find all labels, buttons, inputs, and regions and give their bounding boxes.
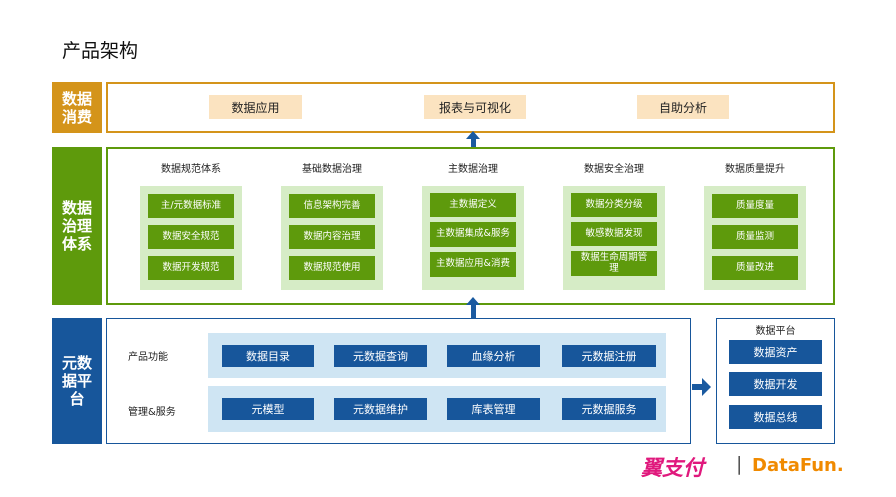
governance-item: 主数据定义 xyxy=(430,193,516,217)
arrow-up-icon xyxy=(466,131,480,139)
page-title: 产品架构 xyxy=(62,40,139,62)
data-platform-item: 数据开发 xyxy=(729,372,822,396)
governance-item: 数据安全规范 xyxy=(148,225,234,249)
governance-layer-label: 数据 治理 体系 xyxy=(52,147,102,305)
feature-item: 元数据查询 xyxy=(334,345,427,367)
platform-label-line1: 元数 xyxy=(61,354,92,372)
governance-item: 数据生命周期管理 xyxy=(571,251,657,276)
logo-separator: | xyxy=(736,453,743,475)
consumption-label-line2: 消费 xyxy=(61,107,92,126)
arrow-right-icon xyxy=(692,378,711,396)
governance-item: 数据开发规范 xyxy=(148,256,234,280)
bestpay-logo: 翼支付 xyxy=(641,456,704,480)
row-label-features: 产品功能 xyxy=(128,352,168,363)
governance-label-line2: 治理 xyxy=(61,217,92,235)
arrow-up-icon-stem-1 xyxy=(471,138,476,147)
governance-column-master: 主数据定义 主数据集成&服务 主数据应用&消费 xyxy=(422,186,524,290)
governance-item: 质量度量 xyxy=(712,194,798,218)
consumption-item-reports: 报表与可视化 xyxy=(424,95,526,119)
governance-item: 数据分类分级 xyxy=(571,193,657,217)
governance-item: 信息架构完善 xyxy=(289,194,375,218)
governance-column-standards: 主/元数据标准 数据安全规范 数据开发规范 xyxy=(140,186,242,290)
governance-item: 质量改进 xyxy=(712,256,798,280)
governance-column-title: 基础数据治理 xyxy=(302,164,362,175)
management-item: 库表管理 xyxy=(447,398,540,420)
consumption-label-line1: 数据 xyxy=(61,89,92,108)
governance-item: 敏感数据发现 xyxy=(571,222,657,246)
governance-label-line3: 体系 xyxy=(61,235,92,253)
governance-column-basic: 信息架构完善 数据内容治理 数据规范使用 xyxy=(281,186,383,290)
feature-item: 血缘分析 xyxy=(447,345,540,367)
governance-item: 主数据集成&服务 xyxy=(430,222,516,247)
consumption-layer-label: 数据 消费 xyxy=(52,82,102,133)
consumption-item-self-analysis: 自助分析 xyxy=(637,95,729,119)
data-platform-item: 数据总线 xyxy=(729,405,822,429)
arrow-up-icon xyxy=(466,297,480,305)
feature-item: 元数据注册 xyxy=(562,345,656,367)
governance-column-title: 主数据治理 xyxy=(448,164,498,175)
datafun-logo: DataFun. xyxy=(752,455,844,476)
governance-column-title: 数据规范体系 xyxy=(161,164,221,175)
platform-label-line3: 台 xyxy=(69,390,85,408)
governance-item: 主/元数据标准 xyxy=(148,194,234,218)
feature-item: 数据目录 xyxy=(222,345,314,367)
governance-column-security: 数据分类分级 敏感数据发现 数据生命周期管理 xyxy=(563,186,665,290)
management-item: 元模型 xyxy=(222,398,314,420)
consumption-item-data-app: 数据应用 xyxy=(209,95,302,119)
data-platform-item: 数据资产 xyxy=(729,340,822,364)
data-platform-title: 数据平台 xyxy=(755,326,796,337)
governance-item: 主数据应用&消费 xyxy=(430,252,516,277)
platform-label-line2: 据平 xyxy=(61,372,92,390)
governance-column-title: 数据质量提升 xyxy=(725,164,785,175)
arrow-up-icon-stem-2 xyxy=(471,303,476,318)
row-label-management: 管理&服务 xyxy=(128,407,176,418)
governance-item: 质量监测 xyxy=(712,225,798,249)
metadata-platform-layer-label: 元数 据平 台 xyxy=(52,318,102,444)
governance-label-line1: 数据 xyxy=(61,199,92,217)
management-item: 元数据服务 xyxy=(562,398,656,420)
governance-item: 数据内容治理 xyxy=(289,225,375,249)
governance-column-title: 数据安全治理 xyxy=(584,164,644,175)
governance-column-quality: 质量度量 质量监测 质量改进 xyxy=(704,186,806,290)
governance-item: 数据规范使用 xyxy=(289,256,375,280)
management-item: 元数据维护 xyxy=(334,398,427,420)
